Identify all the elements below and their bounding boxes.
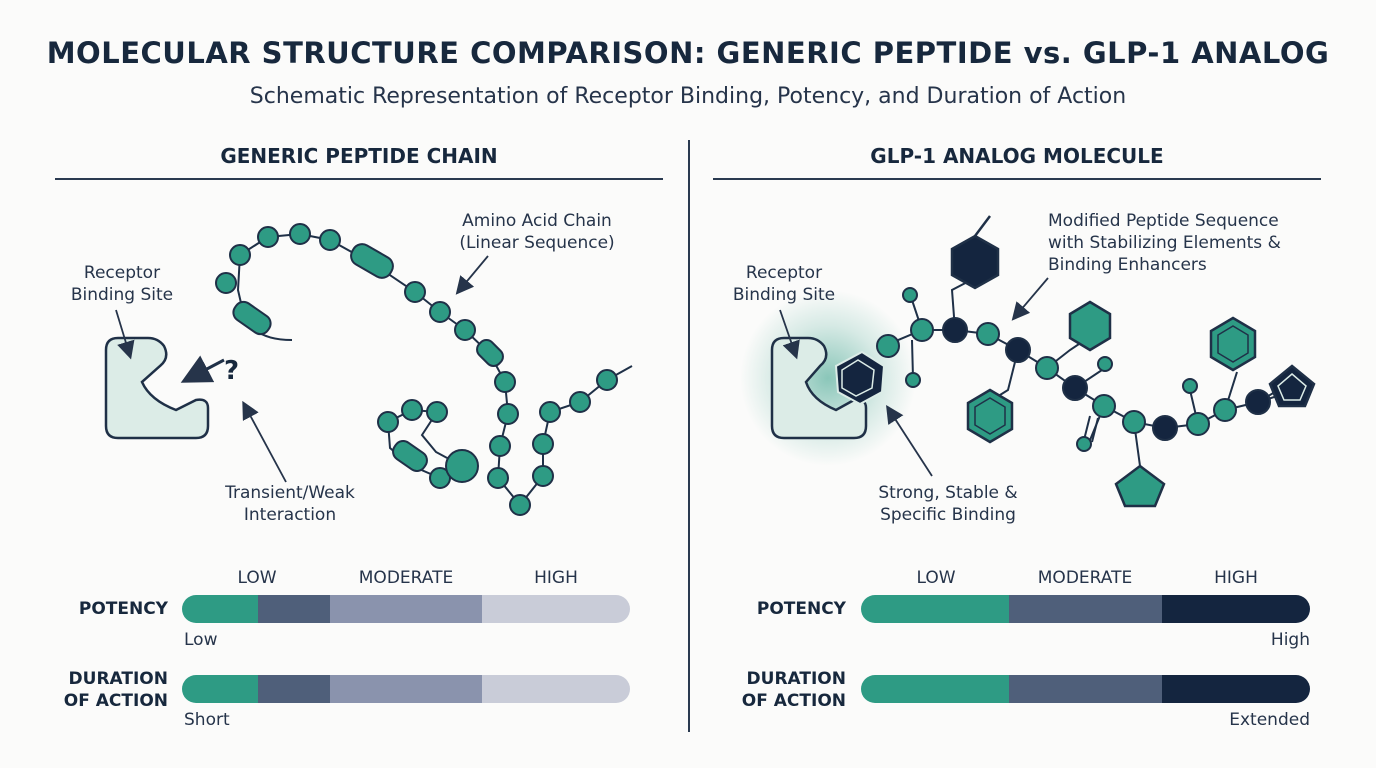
left-potency-bar <box>182 595 630 623</box>
right-binding-arrow <box>886 404 933 477</box>
teal-pentagon-bottom <box>1114 464 1166 508</box>
navy-hexagon <box>950 234 1000 290</box>
left-scale-low: LOW <box>237 568 277 588</box>
left-chain-beads <box>215 223 618 516</box>
left-duration-seg-3 <box>329 675 483 703</box>
right-heading-rule <box>713 178 1321 180</box>
right-duration-seg-3 <box>1161 675 1310 703</box>
right-potency-seg-2 <box>1009 595 1162 623</box>
left-scale-high: HIGH <box>534 568 578 588</box>
left-panel-heading: GENERIC PEPTIDE CHAIN <box>220 144 498 168</box>
left-duration-seg-2 <box>258 675 330 703</box>
right-potency-note: High <box>1270 630 1310 650</box>
right-potency-bar <box>861 595 1310 623</box>
right-duration-note: Extended <box>1229 710 1310 730</box>
right-potency-seg-3 <box>1161 595 1310 623</box>
left-potency-label: POTENCY <box>78 599 168 619</box>
left-potency-note: Low <box>184 630 218 650</box>
teal-hexagon-top <box>1068 300 1112 352</box>
left-duration-bar <box>182 675 630 703</box>
right-panel-heading: GLP-1 ANALOG MOLECULE <box>870 144 1164 168</box>
right-scale-moderate: MODERATE <box>1037 568 1133 588</box>
left-chain-backbone <box>236 232 633 507</box>
right-double-bond-1 <box>1083 415 1091 441</box>
navy-pentagon-right <box>1268 364 1316 408</box>
left-potency-seg-3 <box>329 595 483 623</box>
panel-divider <box>688 140 690 732</box>
left-chain-label: Amino Acid Chain(Linear Sequence) <box>459 211 615 253</box>
right-duration-seg-2 <box>1009 675 1162 703</box>
right-chain-atoms <box>876 287 1271 452</box>
right-receptor-arrow <box>779 309 800 360</box>
page-subtitle: Schematic Representation of Receptor Bin… <box>249 84 1127 109</box>
left-interaction-arrow <box>242 400 287 483</box>
right-potency-label: POTENCY <box>756 599 846 619</box>
left-chain-loop <box>386 408 463 480</box>
teal-benzene-right <box>1209 316 1257 372</box>
bound-ring-inner <box>841 359 875 397</box>
right-binding-label: Strong, Stable &Specific Binding <box>878 483 1018 525</box>
left-potency-seg-4 <box>482 595 630 623</box>
binding-glow <box>740 290 916 466</box>
left-scale-moderate: MODERATE <box>358 568 454 588</box>
right-potency-seg-1 <box>861 595 1010 623</box>
right-scale-high: HIGH <box>1214 568 1258 588</box>
page-title: MOLECULAR STRUCTURE COMPARISON: GENERIC … <box>46 36 1330 70</box>
right-double-bond-2 <box>1091 417 1099 443</box>
left-heading-rule <box>55 178 663 180</box>
left-receptor-site <box>104 336 210 440</box>
right-duration-bar <box>861 675 1310 703</box>
right-scale-low: LOW <box>916 568 956 588</box>
right-duration-seg-1 <box>861 675 1010 703</box>
right-chain-arrow <box>1011 277 1049 321</box>
left-receptor-arrow <box>115 309 135 360</box>
left-binding-arrow <box>180 355 225 383</box>
left-potency-seg-2 <box>258 595 330 623</box>
right-rings <box>950 215 1316 508</box>
left-duration-fill <box>182 675 259 703</box>
teal-benzene-left <box>966 388 1014 444</box>
left-duration-seg-4 <box>482 675 630 703</box>
left-potency-fill <box>182 595 259 623</box>
left-duration-note: Short <box>184 710 230 730</box>
left-chain-arrow <box>455 255 489 295</box>
question-mark: ? <box>224 356 240 386</box>
